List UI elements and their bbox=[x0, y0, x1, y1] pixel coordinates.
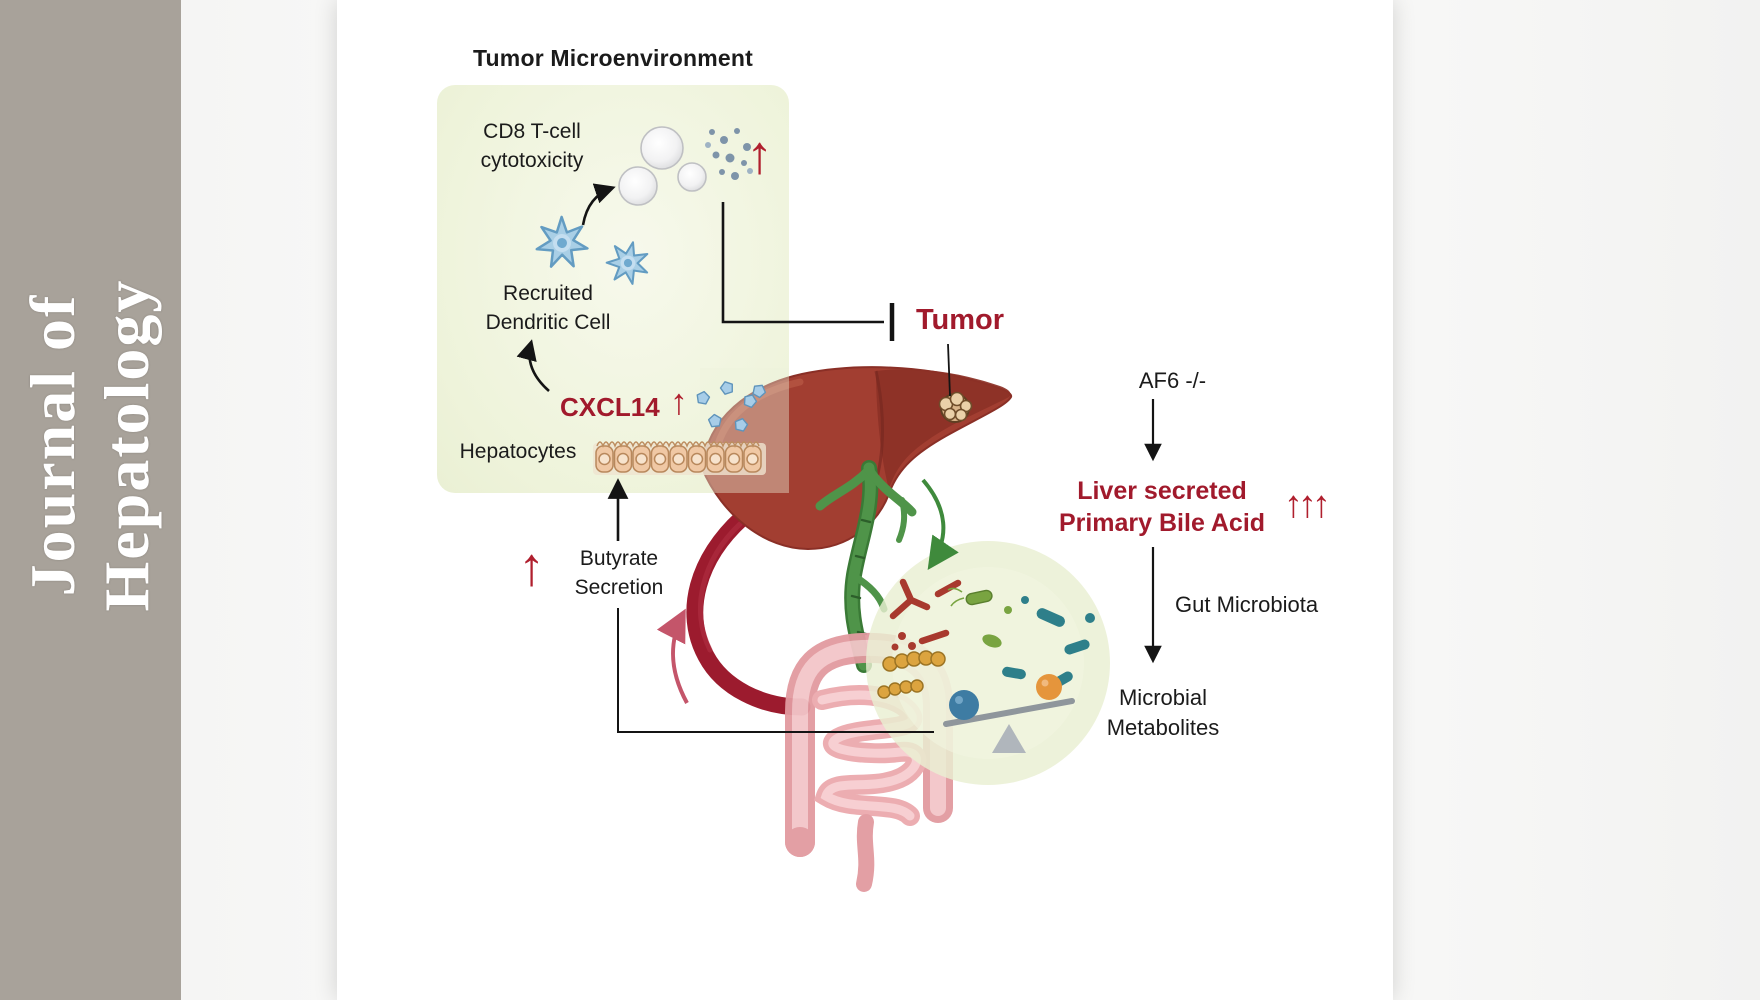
butyrate-line1: Butyrate bbox=[579, 547, 659, 570]
bile-line1: Liver secreted bbox=[1077, 477, 1247, 505]
gut-microbiota-label: Gut Microbiota bbox=[1175, 592, 1319, 617]
cd8-tcell-icons bbox=[618, 126, 753, 206]
tumor-pointer-line bbox=[947, 343, 951, 397]
balance-ball-blue bbox=[949, 690, 979, 720]
microbial-metabolites-label: Microbial Metabolites bbox=[1063, 683, 1263, 743]
gut-to-liver-flow-arrow bbox=[656, 608, 689, 704]
cxcl14-label: CXCL14 bbox=[560, 392, 660, 422]
metabolite-balance bbox=[943, 674, 1075, 753]
cytotoxic-granules-icon bbox=[705, 128, 753, 180]
primary-bile-acid-label: Liver secreted Primary Bile Acid bbox=[1048, 475, 1276, 539]
cd8-line2: cytotoxicity bbox=[480, 149, 584, 172]
liver-to-gut-flow-arrow bbox=[921, 478, 959, 570]
cd8-tcell-label: CD8 T-cell cytotoxicity bbox=[448, 117, 616, 175]
dendritic-line2: Dendritic Cell bbox=[485, 311, 611, 334]
cxcl14-increase-arrow-icon: ↑ bbox=[670, 381, 688, 422]
dendritic-cell-label: Recruited Dendritic Cell bbox=[437, 279, 659, 337]
microbiome-circle bbox=[866, 541, 1110, 785]
metabolites-line2: Metabolites bbox=[1106, 715, 1220, 740]
liver-illustration bbox=[700, 366, 1013, 551]
journal-sidebar: Journal of Hepatology bbox=[0, 0, 181, 1000]
dendritic-to-cd8-arrow bbox=[581, 183, 616, 226]
tme-title: Tumor Microenvironment bbox=[473, 45, 753, 71]
balance-ball-orange bbox=[1036, 674, 1062, 700]
tumor-label: Tumor bbox=[916, 304, 1005, 336]
hepatocytes-label: Hepatocytes bbox=[459, 440, 577, 463]
af6-knockout-label: AF6 -/- bbox=[1138, 368, 1207, 393]
cd8-line1: CD8 T-cell bbox=[483, 120, 581, 143]
gut-to-butyrate-connector bbox=[617, 608, 934, 733]
butyrate-increase-arrow-icon: ↑ bbox=[518, 537, 545, 597]
inhibition-connector bbox=[721, 202, 895, 341]
bile-line2: Primary Bile Acid bbox=[1058, 509, 1266, 537]
cxcl14-to-dendritic-arrow bbox=[516, 339, 550, 392]
butyrate-secretion-label: Butyrate Secretion bbox=[553, 544, 685, 602]
butyrate-line2: Secretion bbox=[574, 576, 664, 599]
tumor-nodule bbox=[938, 391, 973, 423]
portal-vessel-red bbox=[686, 509, 811, 716]
cd8-increase-arrow-icon: ↑ bbox=[746, 125, 773, 185]
dendritic-line1: Recruited bbox=[503, 282, 593, 305]
bile-acid-triple-increase-arrow-icon: ↑↑↑ bbox=[1284, 484, 1331, 526]
metabolites-line1: Microbial bbox=[1118, 685, 1208, 710]
hepatocytes-icon bbox=[593, 441, 766, 475]
